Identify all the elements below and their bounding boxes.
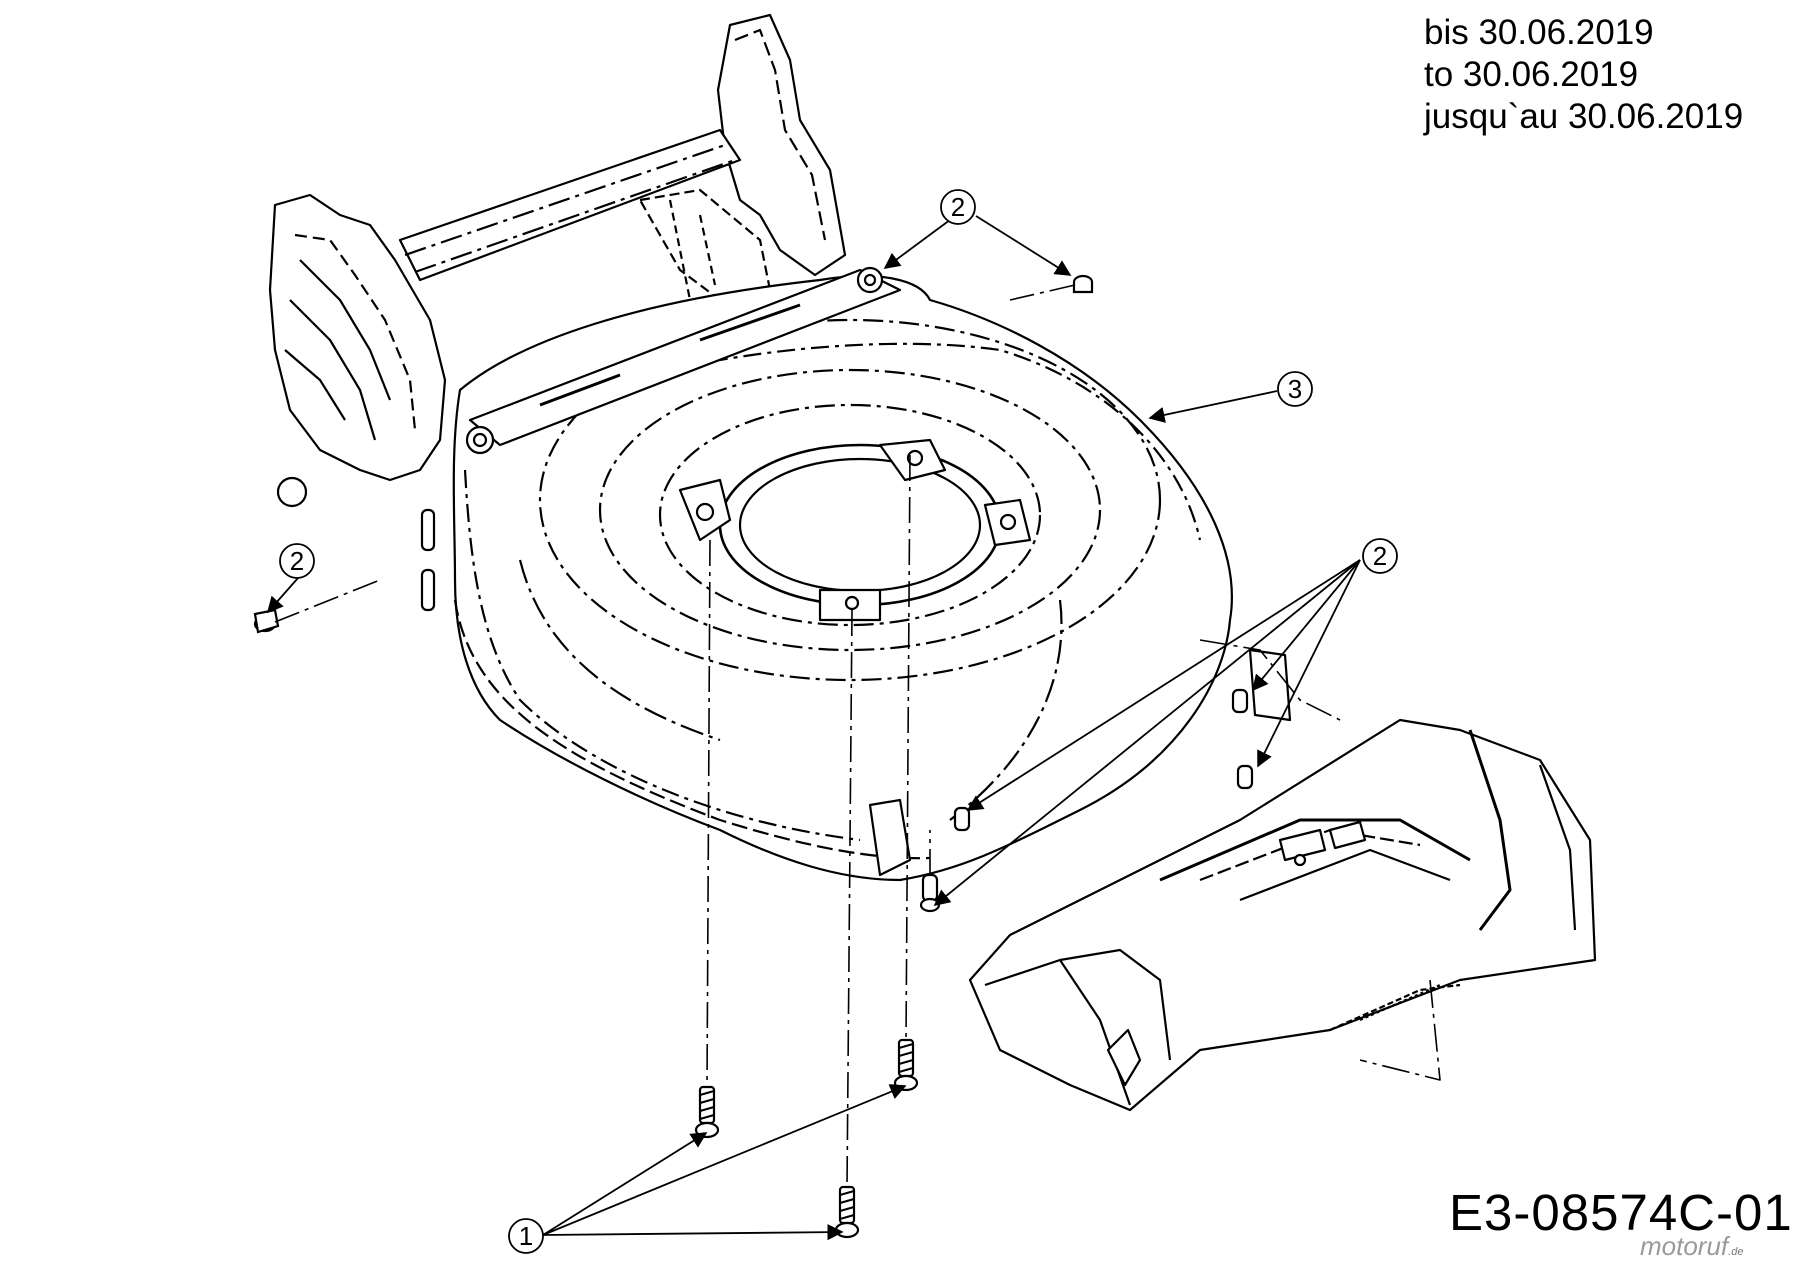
callout-label: 3 (1288, 374, 1302, 404)
callout-bubble-2-right: 2 (1362, 538, 1398, 574)
bolt-front (919, 873, 941, 913)
callout-label: 2 (951, 192, 965, 222)
bolt-parts (253, 274, 1254, 913)
discharge-cover (968, 639, 1597, 1112)
callout-label: 2 (1373, 541, 1387, 571)
screw-left (694, 1085, 720, 1139)
validity-line-de: bis 30.06.2019 (1424, 13, 1654, 52)
callout-bubble-1: 1 (508, 1218, 544, 1254)
validity-note: bis 30.06.2019 to 30.06.2019 jusqu`au 30… (1424, 12, 1743, 138)
callout-bubble-2-top: 2 (940, 189, 976, 225)
callout-label: 2 (290, 546, 304, 576)
bolt-deck-center (953, 806, 971, 832)
bolt-top-right (1072, 274, 1094, 294)
watermark: motoruf.de (1640, 1231, 1743, 1262)
callout-leaders (266, 213, 1361, 1241)
validity-line-en: to 30.06.2019 (1424, 55, 1639, 94)
callout-bubble-2-left: 2 (279, 543, 315, 579)
validity-line-fr: jusqu`au 30.06.2019 (1424, 97, 1744, 136)
screw-right (893, 1038, 919, 1092)
bolt-left (253, 608, 280, 634)
bolt-lower-right (1236, 764, 1254, 790)
screw-bottom (834, 1185, 860, 1239)
install-lines (274, 284, 1076, 1188)
bolt-bracket (1231, 688, 1249, 714)
watermark-tld: .de (1728, 1246, 1744, 1258)
mower-deck (420, 266, 1292, 882)
watermark-text: motoruf (1640, 1231, 1729, 1261)
screw-parts (694, 1038, 919, 1239)
handle-frame (268, 13, 847, 508)
drawing-number: E3-08574C-01 (1449, 1184, 1793, 1241)
callout-label: 1 (519, 1221, 533, 1251)
callout-bubble-3: 3 (1277, 371, 1313, 407)
